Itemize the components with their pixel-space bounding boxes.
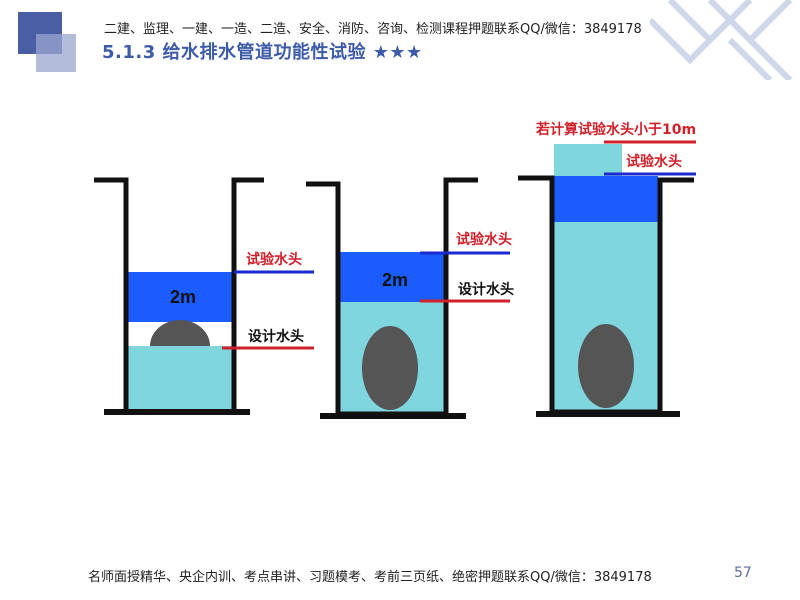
panel3-calc-label: 若计算试验水头小于10m: [535, 121, 696, 138]
corner-square-light: [36, 34, 76, 72]
panel3-extra-water: [554, 144, 622, 176]
panel1-test-head-label: 试验水头: [246, 251, 302, 268]
panel-1: 2m 试验水头 设计水头: [94, 177, 314, 415]
panel2-depth-label: 2m: [382, 270, 408, 290]
panel2-test-head-label: 试验水头: [456, 231, 512, 248]
panel1-light-water: [128, 346, 232, 412]
page-number: 57: [734, 565, 752, 581]
panel1-pipe: [150, 320, 210, 346]
panel-3: 若计算试验水头小于10m 试验水头: [518, 121, 696, 417]
page-title: 5.1.3 给水排水管道功能性试验 ★★★: [102, 42, 423, 63]
panel3-pipe: [578, 324, 634, 408]
panel1-depth-label: 2m: [170, 287, 196, 307]
panel3-dark-water: [554, 176, 658, 222]
panel2-dark-water: [340, 252, 444, 302]
panel2-design-head-label: 设计水头: [458, 281, 514, 298]
panel-2: 2m 试验水头 设计水头: [306, 177, 514, 419]
bottom-banner: 名师面授精华、央企内训、考点串讲、习题模考、考前三页纸、绝密押题联系QQ/微信：…: [88, 570, 652, 585]
corner-pattern: [650, 0, 793, 80]
panel2-pipe: [362, 326, 418, 410]
panel1-dark-water: [128, 272, 232, 322]
panel3-test-head-label: 试验水头: [626, 153, 682, 170]
panel1-design-head-label: 设计水头: [248, 328, 304, 345]
top-banner: 二建、监理、一建、一造、二造、安全、消防、咨询、检测课程押题联系QQ/微信：38…: [104, 22, 642, 37]
